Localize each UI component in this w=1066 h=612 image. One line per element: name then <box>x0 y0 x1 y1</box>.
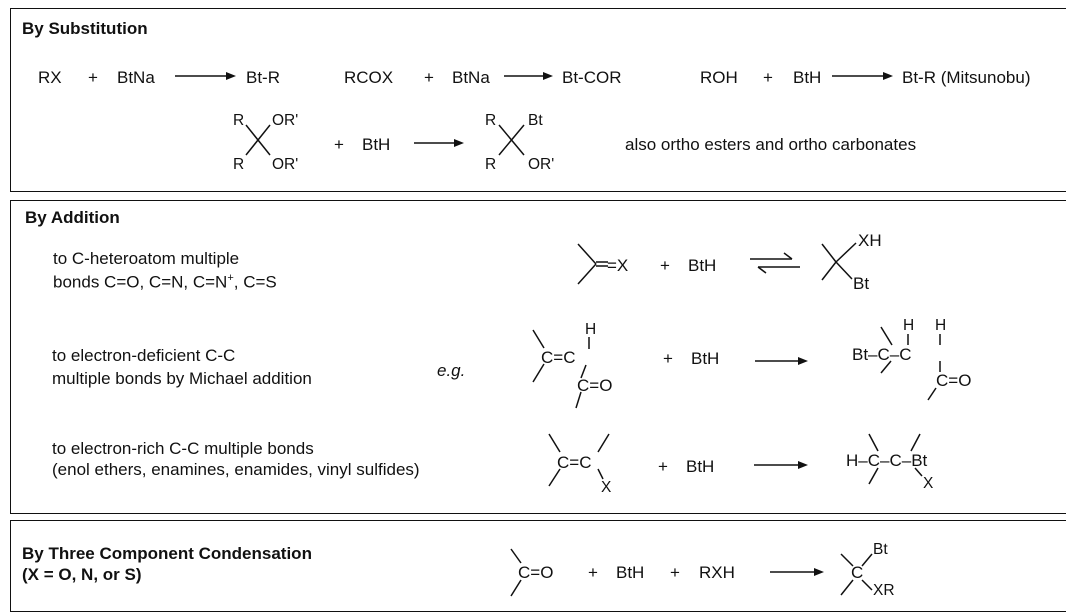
add3-r-x: X <box>601 479 612 496</box>
sub-r2-plus: + <box>424 68 434 87</box>
add3-reagent: BtH <box>686 457 715 476</box>
add3-desc-line1: to electron-rich C-C multiple bonds <box>52 439 314 458</box>
add2-eg: e.g. <box>437 361 466 380</box>
acetal-reagent: BtH <box>362 135 391 154</box>
acetal-or-top: OR' <box>272 112 299 129</box>
add3-p-x: X <box>923 475 934 492</box>
add2-p-h1: H <box>903 317 915 334</box>
three-reactant: C=O <box>518 563 554 582</box>
add1-desc-line2: bonds C=O, C=N, C=N+, C=S <box>53 272 277 292</box>
acetal-product-r-top: R <box>485 112 497 129</box>
sub-r3-reactant2: BtH <box>793 68 822 87</box>
three-plus2: + <box>670 563 680 582</box>
add2-desc-line2: multiple bonds by Michael addition <box>52 369 312 388</box>
sub-r3-reactant1: ROH <box>700 68 738 87</box>
three-reagent1: BtH <box>616 563 645 582</box>
sub-r3-plus: + <box>763 68 773 87</box>
add3-p-main: H–C–C–Bt <box>846 451 928 470</box>
three-component-panel <box>10 520 1066 612</box>
sub-r2-product: Bt-COR <box>562 68 622 87</box>
add3-plus: + <box>658 457 668 476</box>
add2-desc-line1: to electron-deficient C-C <box>52 346 236 365</box>
three-heading-line2: (X = O, N, or S) <box>22 565 142 584</box>
add1-product-bt: Bt <box>853 274 870 293</box>
sub-r3-product: Bt-R (Mitsunobu) <box>902 68 1031 87</box>
three-reagent2: RXH <box>699 563 735 582</box>
three-plus1: + <box>588 563 598 582</box>
add3-desc-line2: (enol ethers, enamines, enamides, vinyl … <box>52 460 420 479</box>
addition-panel <box>10 200 1066 514</box>
three-heading-line1: By Three Component Condensation <box>22 544 312 563</box>
add2-p-ceqo: C=O <box>936 371 972 390</box>
acetal-or-bottom: OR' <box>272 156 299 173</box>
add2-p-main: Bt–C–C <box>852 345 912 364</box>
add1-desc-line1: to C-heteroatom multiple <box>53 249 240 268</box>
add3-r-ceqc: C=C <box>557 453 592 472</box>
acetal-note: also ortho esters and ortho carbonates <box>625 135 917 154</box>
acetal-product-bt: Bt <box>528 112 543 129</box>
three-product-xr: XR <box>873 582 895 599</box>
add2-r-ceqo: C=O <box>577 376 613 395</box>
acetal-product-r-bottom: R <box>485 156 497 173</box>
sub-r1-product: Bt-R <box>246 68 280 87</box>
add2-r-h: H <box>585 321 597 338</box>
acetal-product-or: OR' <box>528 156 555 173</box>
add1-plus: + <box>660 256 670 275</box>
add1-reactant-x: =X <box>607 256 629 275</box>
three-product-c: C <box>851 563 864 582</box>
acetal-r-bottom: R <box>233 156 245 173</box>
add2-p-h2: H <box>935 317 947 334</box>
sub-r1-reactant1: RX <box>38 68 62 87</box>
add1-reagent: BtH <box>688 256 717 275</box>
sub-r2-reactant2: BtNa <box>452 68 490 87</box>
three-product-bt: Bt <box>873 541 888 558</box>
sub-r2-reactant1: RCOX <box>344 68 394 87</box>
add2-plus: + <box>663 349 673 368</box>
add1-product-xh: XH <box>858 231 882 250</box>
sub-r1-plus: + <box>88 68 98 87</box>
addition-heading: By Addition <box>25 208 120 227</box>
add2-reagent: BtH <box>691 349 720 368</box>
add2-r-ceqc: C=C <box>541 348 576 367</box>
substitution-panel <box>10 8 1066 192</box>
substitution-heading: By Substitution <box>22 19 148 38</box>
acetal-r-top: R <box>233 112 245 129</box>
acetal-plus: + <box>334 135 344 154</box>
sub-r1-reactant2: BtNa <box>117 68 155 87</box>
